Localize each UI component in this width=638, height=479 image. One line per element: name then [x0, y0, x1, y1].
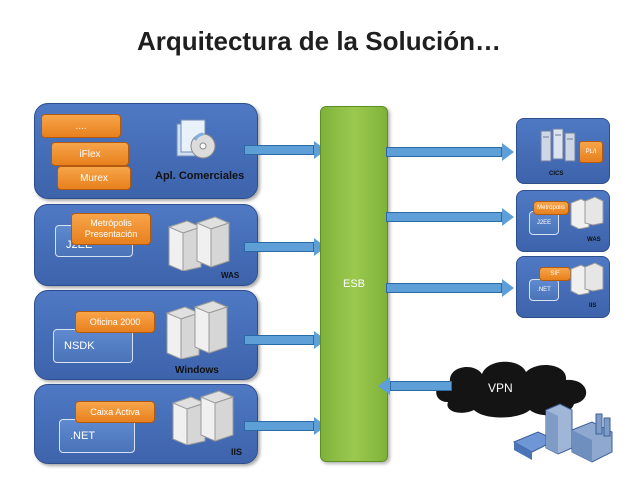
arrow-vpn-to-esb [390, 381, 452, 391]
layer-murex: Murex [57, 166, 131, 190]
server-icon [165, 300, 229, 359]
arrow-esb-to-cics [386, 147, 502, 157]
software-box-icon [176, 119, 216, 159]
arrow-dotnet-to-esb [244, 421, 314, 431]
caption-was: WAS [221, 271, 240, 280]
module-oficina-2000: Oficina 2000 [75, 311, 155, 333]
esb-label: ESB [342, 278, 365, 290]
server-icon [171, 390, 235, 445]
caption-right-was: WAS [587, 237, 601, 243]
layer-right-dotnet: .NET [529, 279, 559, 301]
mainframe-icon [540, 128, 576, 162]
panel-apl-comerciales: .... iFlex Murex Apl. Comerciales [34, 103, 258, 199]
arrow-nsdk-to-esb [244, 335, 314, 345]
panel-right-was: J2EE Metrópolis WAS [516, 190, 610, 252]
caption-apl-comerciales: Apl. Comerciales [155, 170, 245, 182]
layer-nsdk: NSDK [53, 329, 133, 363]
arrow-esb-to-iis [386, 283, 502, 293]
panel-j2ee: J2EE Metrópolis Presentación WAS [34, 204, 258, 286]
caption-right-iis: IIS [589, 303, 597, 309]
arrowhead-vpn [378, 377, 390, 395]
server-icon [167, 216, 231, 271]
arrow-apl-to-esb [244, 145, 314, 155]
arrowhead-cics [502, 143, 514, 161]
module-caixa-activa: Caixa Activa [75, 401, 155, 423]
panel-dotnet: .NET Caixa Activa IIS [34, 384, 258, 464]
page-title: Arquitectura de la Solución… [136, 26, 502, 56]
module-right-metropolis: Metrópolis [533, 201, 569, 215]
arrowhead-iis [502, 279, 514, 297]
caption-cics: CICS [549, 171, 564, 177]
vpn-cloud: VPN [436, 361, 587, 418]
badge-pli: PL/I [579, 141, 603, 163]
server-icon [570, 196, 604, 229]
caption-iis: IIS [231, 447, 243, 457]
layer-iflex: iFlex [51, 142, 129, 166]
panel-right-iis: .NET SIF IIS [516, 256, 610, 318]
server-icon [570, 262, 604, 295]
panel-cics: PL/I CICS [516, 118, 610, 184]
buildings-icon [512, 403, 613, 463]
panel-nsdk: NSDK Oficina 2000 Windows [34, 290, 258, 380]
arrow-j2ee-to-esb [244, 242, 314, 252]
module-right-sif: SIF [539, 267, 571, 281]
module-metropolis-presentacion: Metrópolis Presentación [71, 213, 151, 245]
layer-dots: .... [41, 114, 121, 138]
esb-bus: ESB [320, 106, 388, 462]
vpn-label: VPN [488, 381, 513, 395]
caption-windows: Windows [175, 365, 219, 376]
arrowhead-was [502, 208, 514, 226]
layer-dotnet: .NET [59, 419, 135, 453]
arrow-esb-to-was [386, 212, 502, 222]
